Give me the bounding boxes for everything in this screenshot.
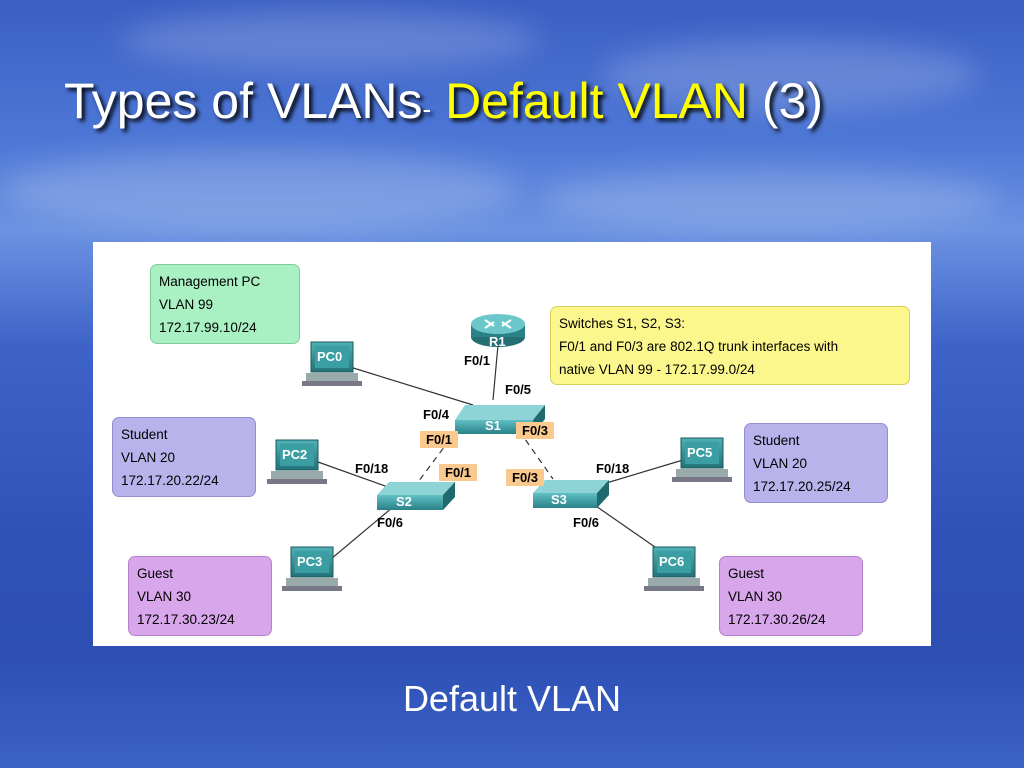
pc6-label: PC6: [659, 554, 684, 569]
guest-left-box: Guest VLAN 30 172.17.30.23/24: [128, 556, 272, 636]
r1-label: R1: [489, 334, 506, 349]
pc2-label: PC2: [282, 447, 307, 462]
student-left-vlan: VLAN 20: [121, 450, 176, 465]
switch-s3-icon[interactable]: S3: [533, 480, 609, 508]
student-left-ip: 172.17.20.22/24: [121, 473, 219, 488]
pc3-label: PC3: [297, 554, 322, 569]
port-label-s1-f01: F0/1: [420, 431, 459, 448]
guest-right-vlan: VLAN 30: [728, 589, 783, 604]
switch-s2-icon[interactable]: S2: [377, 482, 455, 510]
guest-left-title: Guest: [137, 566, 174, 581]
network-diagram: R1 S1 S2 S3 PC0: [93, 242, 931, 646]
guest-left-ip: 172.17.30.23/24: [137, 612, 235, 627]
pc5-label: PC5: [687, 445, 712, 460]
mgmt-title: Management PC: [159, 274, 261, 289]
port-label-r1-f01: F0/1: [464, 353, 491, 368]
port-label-s1-f03: F0/3: [516, 422, 555, 439]
link-s3-pc6: [592, 503, 666, 555]
student-right-vlan: VLAN 20: [753, 456, 808, 471]
pc5-icon[interactable]: PC5: [672, 437, 732, 482]
student-right-box: Student VLAN 20 172.17.20.25/24: [744, 423, 888, 503]
link-r1-s1: [492, 344, 499, 401]
router-r1-icon[interactable]: R1: [471, 314, 525, 349]
management-pc-box: Management PC VLAN 99 172.17.99.10/24: [150, 264, 300, 344]
slide-caption: Default VLAN: [402, 678, 622, 719]
mgmt-vlan: VLAN 99: [159, 297, 214, 312]
background-cloud: [0, 150, 520, 230]
title-highlight: Default VLAN: [445, 73, 749, 129]
link-s2-pc3: [324, 506, 394, 565]
port-label-s2-f01: F0/1: [439, 464, 478, 481]
slide-title: Types of VLANs- Default VLAN (3): [64, 72, 823, 130]
link-pc0-s1: [349, 366, 474, 406]
student-right-title: Student: [753, 433, 800, 448]
note-line3: native VLAN 99 - 172.17.99.0/24: [559, 362, 755, 377]
s2-label: S2: [396, 494, 412, 509]
guest-right-ip: 172.17.30.26/24: [728, 612, 826, 627]
student-left-box: Student VLAN 20 172.17.20.22/24: [112, 417, 256, 497]
note-line1: Switches S1, S2, S3:: [559, 316, 686, 331]
port-label-s3-f018: F0/18: [596, 461, 630, 476]
title-part3: (3): [761, 73, 824, 129]
port-label-s3-f06: F0/6: [573, 515, 600, 530]
port-label-s1-f05: F0/5: [505, 382, 532, 397]
link-pc2-s2: [317, 461, 389, 488]
pc6-icon[interactable]: PC6: [644, 546, 704, 591]
s3-label: S3: [551, 492, 567, 507]
title-part1: Types of VLANs: [64, 73, 423, 129]
guest-right-title: Guest: [728, 566, 765, 581]
switch-note-box: Switches S1, S2, S3: F0/1 and F0/3 are 8…: [550, 306, 910, 385]
pc0-label: PC0: [317, 349, 342, 364]
background-cloud: [540, 170, 1000, 230]
pc0-icon[interactable]: PC0: [302, 341, 362, 386]
s1-label: S1: [485, 418, 501, 433]
port-label-s3-f03: F0/3: [506, 469, 545, 486]
port-label-s2-f018: F0/18: [355, 461, 389, 476]
port-label-s1-f04: F0/4: [423, 407, 450, 422]
guest-left-vlan: VLAN 30: [137, 589, 192, 604]
student-right-ip: 172.17.20.25/24: [753, 479, 851, 494]
guest-right-box: Guest VLAN 30 172.17.30.26/24: [719, 556, 863, 636]
background-cloud: [120, 10, 540, 70]
pc2-icon[interactable]: PC2: [267, 439, 327, 484]
student-left-title: Student: [121, 427, 168, 442]
pc3-icon[interactable]: PC3: [282, 546, 342, 591]
background-cloud: [600, 40, 980, 110]
note-line2: F0/1 and F0/3 are 802.1Q trunk interface…: [559, 339, 839, 354]
title-dash: -: [422, 94, 432, 124]
port-label-s2-f06: F0/6: [377, 515, 404, 530]
mgmt-ip: 172.17.99.10/24: [159, 320, 257, 335]
